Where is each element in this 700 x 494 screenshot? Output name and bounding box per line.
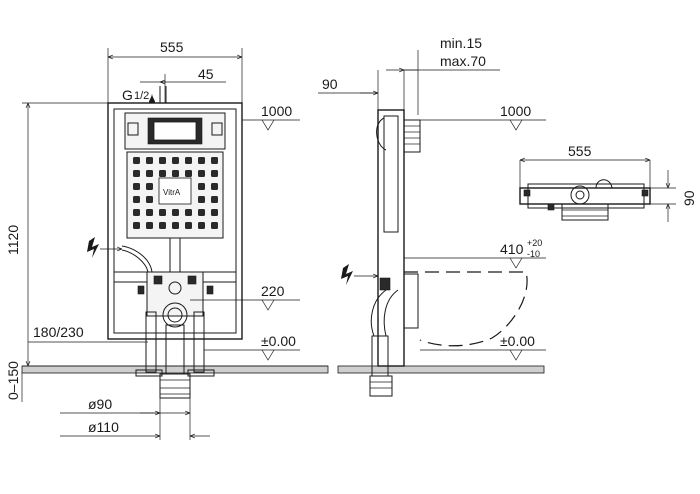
cistern-dot [172,222,179,229]
brand-logo: VitrA [163,188,181,197]
cistern-dot [146,157,153,164]
cistern-dot [198,183,205,190]
cistern-dot [211,209,218,216]
side-level-label: 1000 [500,103,531,119]
cistern-dot [159,209,166,216]
cistern-dot [211,196,218,203]
side-min-label: min.15 [440,35,482,51]
pipe-diameter-1-label: ø90 [88,396,112,412]
cistern-dot [198,222,205,229]
outlet-height-label: 220 [261,283,285,299]
cistern-dot [198,157,205,164]
cistern-dot [133,222,140,229]
cistern-dot [133,170,140,177]
cistern-dot [198,196,205,203]
cistern-dot [172,209,179,216]
cistern-dot [185,222,192,229]
cistern-dot [159,157,166,164]
cistern-dot [133,196,140,203]
electric-bolt-icon [87,237,99,258]
right-leg [193,311,205,373]
cistern-dot [133,209,140,216]
side-view: 90 min.15 max.70 [318,35,546,397]
cistern-dot [146,183,153,190]
cistern-dot [185,209,192,216]
front-height-label: 1120 [5,225,21,255]
water-drop-icon [149,93,155,105]
cistern-dot [146,170,153,177]
cistern-dot [211,183,218,190]
cistern-dot [211,170,218,177]
side-depth-label: 90 [322,76,338,92]
side-frame [377,109,405,367]
cistern-dot [133,157,140,164]
top-frame [519,187,651,205]
floor-depth-label: 0–150 [5,361,21,400]
cistern-dot [185,157,192,164]
cistern-dot [211,157,218,164]
side-floor [337,365,545,374]
cistern-dot [172,157,179,164]
bowl-projection-label: 410 [500,241,524,257]
cistern-dot [185,170,192,177]
pipe-diameter-2-label: ø110 [88,419,119,435]
thread-label: G [122,87,133,103]
cistern-dot [198,209,205,216]
cistern-dot [146,196,153,203]
bowl-tol-minus: -10 [527,249,540,259]
front-width-label: 555 [160,39,184,55]
cistern-dot [172,170,179,177]
front-view: 555 45 G 1/2 1120 0–150 [5,39,329,440]
wc-bowl-outline [404,271,528,347]
cistern-dot [146,209,153,216]
cistern-dot [133,183,140,190]
front-floor [21,365,329,374]
side-electric-bolt-icon [341,264,353,285]
cistern-dot [159,170,166,177]
inlet-offset-label: 45 [198,66,214,82]
front-floor-level-label: ±0.00 [261,333,296,349]
bowl-tol-plus: +20 [527,238,542,248]
cistern-dot [211,222,218,229]
wall-distance-label: 180/230 [33,324,84,340]
thread-fraction-label: 1/2 [134,90,149,102]
cistern-dot [198,170,205,177]
top-view: 555 90 [519,143,697,222]
cistern-dot-pattern [133,157,218,229]
side-floor-level-label: ±0.00 [500,333,535,349]
cistern-dot [159,222,166,229]
cistern-dot [146,222,153,229]
top-depth-label: 90 [681,190,697,206]
side-max-label: max.70 [440,53,486,69]
front-level-label: 1000 [261,103,292,119]
top-width-label: 555 [568,143,592,159]
